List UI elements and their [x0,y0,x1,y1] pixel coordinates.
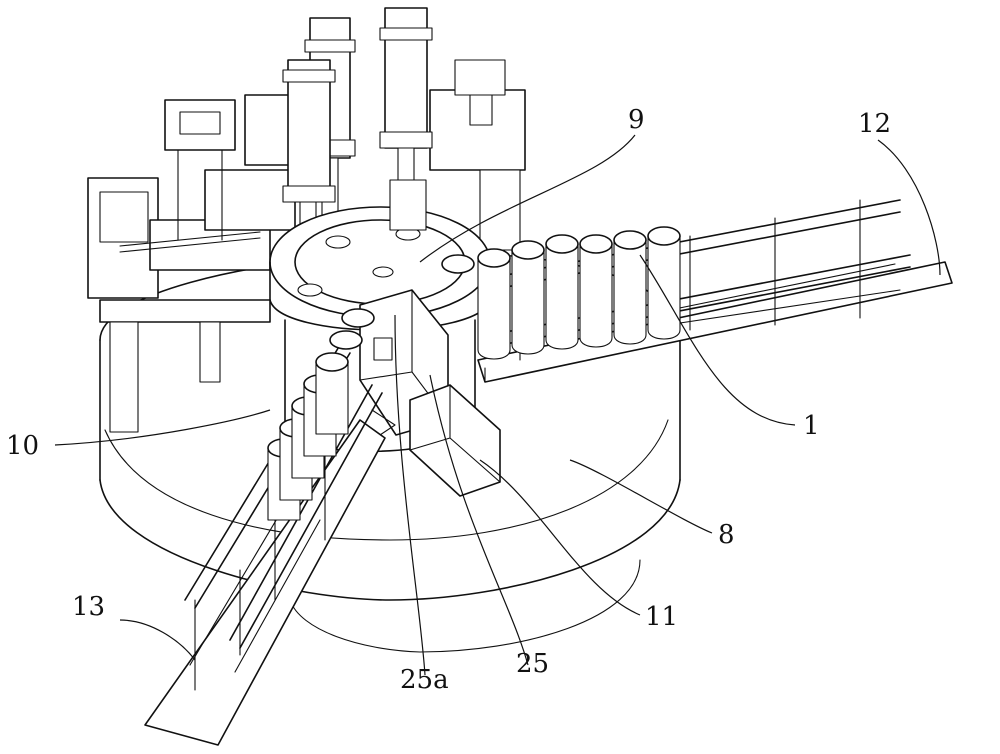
container [511,240,545,355]
label-25a: 25a [400,665,449,695]
leader-25a [394,314,426,676]
leader-9 [419,134,636,263]
label-9: 9 [628,105,645,135]
leader-25 [429,374,529,666]
label-1: 1 [803,411,820,441]
label-25: 25 [516,649,549,679]
container [477,248,511,360]
infeed-containers [441,226,681,360]
reference-numerals: 9 12 1 10 8 11 13 25 25a [6,105,891,695]
leader-1 [639,254,796,426]
container [613,230,647,345]
leader-8 [569,459,713,534]
label-13: 13 [72,592,105,622]
outfeed-containers [267,308,375,521]
leader-11 [479,459,641,616]
label-10: 10 [6,431,39,461]
label-11: 11 [645,602,678,632]
leader-13 [119,619,196,661]
container [315,352,349,435]
leader-12 [877,139,941,276]
outfeed-conveyor [144,344,386,746]
container [441,254,475,274]
label-12: 12 [858,109,891,139]
turntable [269,179,491,331]
pneumatic-cylinders [282,7,433,293]
guide-block [409,384,501,497]
leader-10 [54,409,271,446]
container [545,234,579,350]
label-8: 8 [718,520,735,550]
leader-lines [54,134,941,676]
container [647,226,681,340]
container [329,330,363,350]
container [579,234,613,348]
container [341,308,375,328]
